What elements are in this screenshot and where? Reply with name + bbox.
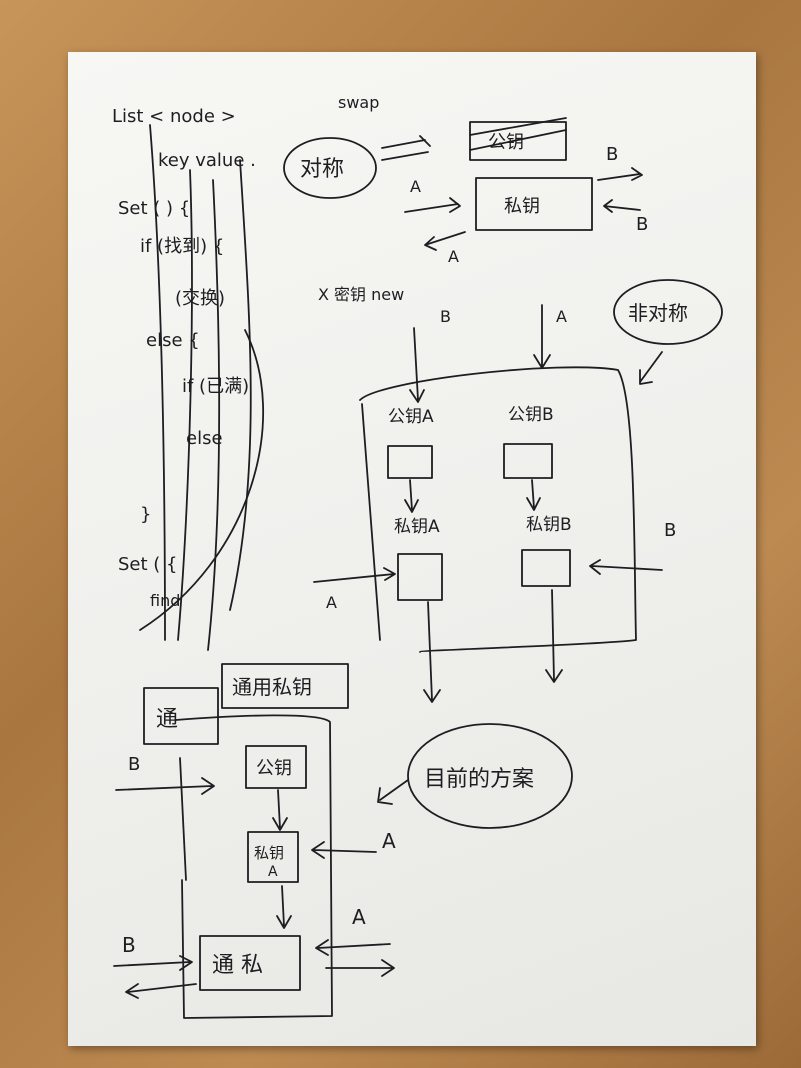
arrow-down (533, 304, 551, 369)
arrow-pointer (377, 779, 409, 805)
arrow-down (526, 479, 541, 511)
key-new-note: X 密钥 new (318, 285, 404, 304)
asymmetric-diagram: 非对称 B A 公钥A 公钥B 私钥A 私钥B A B (313, 279, 723, 703)
code-line-4: if (找到) { (140, 236, 224, 257)
arrow-left (589, 559, 663, 575)
current-scheme-diagram: 通 通用私钥 B 公钥 私钥 A A 通 私 B A 目前的方案 (113, 663, 573, 1019)
scribble-line (177, 169, 193, 641)
arrow-left (424, 231, 466, 251)
arrow-left (603, 199, 641, 213)
tong-box (143, 687, 219, 745)
privkey-label: 私钥 (254, 844, 284, 862)
privkey-b-label: 私钥B (526, 515, 572, 535)
privkey-a-box (397, 553, 443, 601)
privkey-a-label: 私钥A (394, 517, 440, 537)
label-b: B (440, 307, 451, 326)
arrow-right (381, 135, 431, 161)
code-notes: List < node > key value . Set ( ) { if (… (112, 106, 264, 651)
label-b: B (128, 754, 140, 775)
label-a: A (556, 307, 567, 326)
arrow-down (272, 789, 288, 831)
scribble-line (139, 329, 264, 631)
arrow-down (423, 601, 441, 703)
tongsi-box (199, 935, 301, 991)
code-line-5: (交换) (175, 288, 225, 309)
code-line-7: if (已满) (182, 376, 249, 397)
universal-priv-label: 通用私钥 (232, 675, 312, 699)
tongsi-label: 通 私 (212, 953, 263, 978)
asymmetric-bubble (613, 279, 723, 345)
strike-through (469, 117, 567, 151)
region-box-left (361, 403, 381, 641)
region-box (359, 366, 637, 653)
current-scheme-bubble (407, 723, 573, 829)
scheme-box-left (179, 757, 187, 881)
symmetric-label: 对称 (300, 157, 344, 182)
arrow-left (315, 939, 391, 956)
arrow-right (404, 197, 461, 213)
label-b: B (636, 214, 648, 235)
scribble-line (207, 179, 221, 651)
arrow-right (115, 777, 215, 795)
symmetric-diagram: swap 对称 A A 公钥 私钥 B B X 密钥 new (283, 93, 648, 304)
pubkey-label: 公钥 (256, 758, 292, 779)
privkey-label: 私钥 (504, 196, 540, 217)
pubkey-a-label: 公钥A (388, 407, 434, 427)
current-scheme-label: 目前的方案 (424, 767, 534, 792)
arrow-left (125, 983, 197, 999)
privkey-b-box (521, 549, 571, 587)
scribble-line (149, 124, 166, 641)
code-line-10: Set ( { (118, 554, 177, 575)
label-a: A (410, 177, 421, 196)
arrow-pointer (639, 351, 663, 385)
arrow-right (325, 959, 395, 977)
pubkey-a-box (387, 445, 433, 479)
label-b: B (664, 520, 676, 541)
label-a: A (382, 829, 396, 853)
arrow-down (409, 327, 425, 403)
arrow-down (545, 589, 563, 683)
code-line-8: else (186, 428, 223, 449)
arrow-left (311, 841, 377, 859)
label-a: A (326, 593, 337, 612)
pubkey-box (245, 745, 307, 789)
asymmetric-label: 非对称 (628, 301, 688, 325)
arrow-right (113, 955, 193, 971)
pubkey-b-label: 公钥B (508, 405, 554, 425)
arrow-down (404, 479, 419, 513)
label-a: A (448, 247, 459, 266)
scheme-box (175, 714, 333, 1019)
privkey-sub-label: A (268, 864, 278, 880)
code-line-1: List < node > (112, 106, 236, 127)
arrow-right (313, 567, 396, 583)
code-line-9: } (140, 504, 151, 525)
label-b: B (606, 144, 618, 165)
label-b: B (122, 933, 136, 957)
pubkey-b-box (503, 443, 553, 479)
tong-label: 通 (156, 707, 178, 732)
privkey-box (475, 177, 593, 231)
universal-priv-box (221, 663, 349, 709)
arrow-right (597, 167, 643, 181)
privkey-box (247, 831, 299, 883)
swap-label: swap (338, 93, 379, 112)
code-line-3: Set ( ) { (118, 198, 190, 219)
code-line-6: else { (146, 330, 200, 351)
code-line-2: key value . (158, 150, 256, 171)
pubkey-box-crossed (469, 121, 567, 161)
symmetric-bubble (283, 137, 377, 199)
scribble-line (229, 159, 252, 611)
label-a: A (352, 905, 366, 929)
arrow-down (276, 885, 292, 929)
